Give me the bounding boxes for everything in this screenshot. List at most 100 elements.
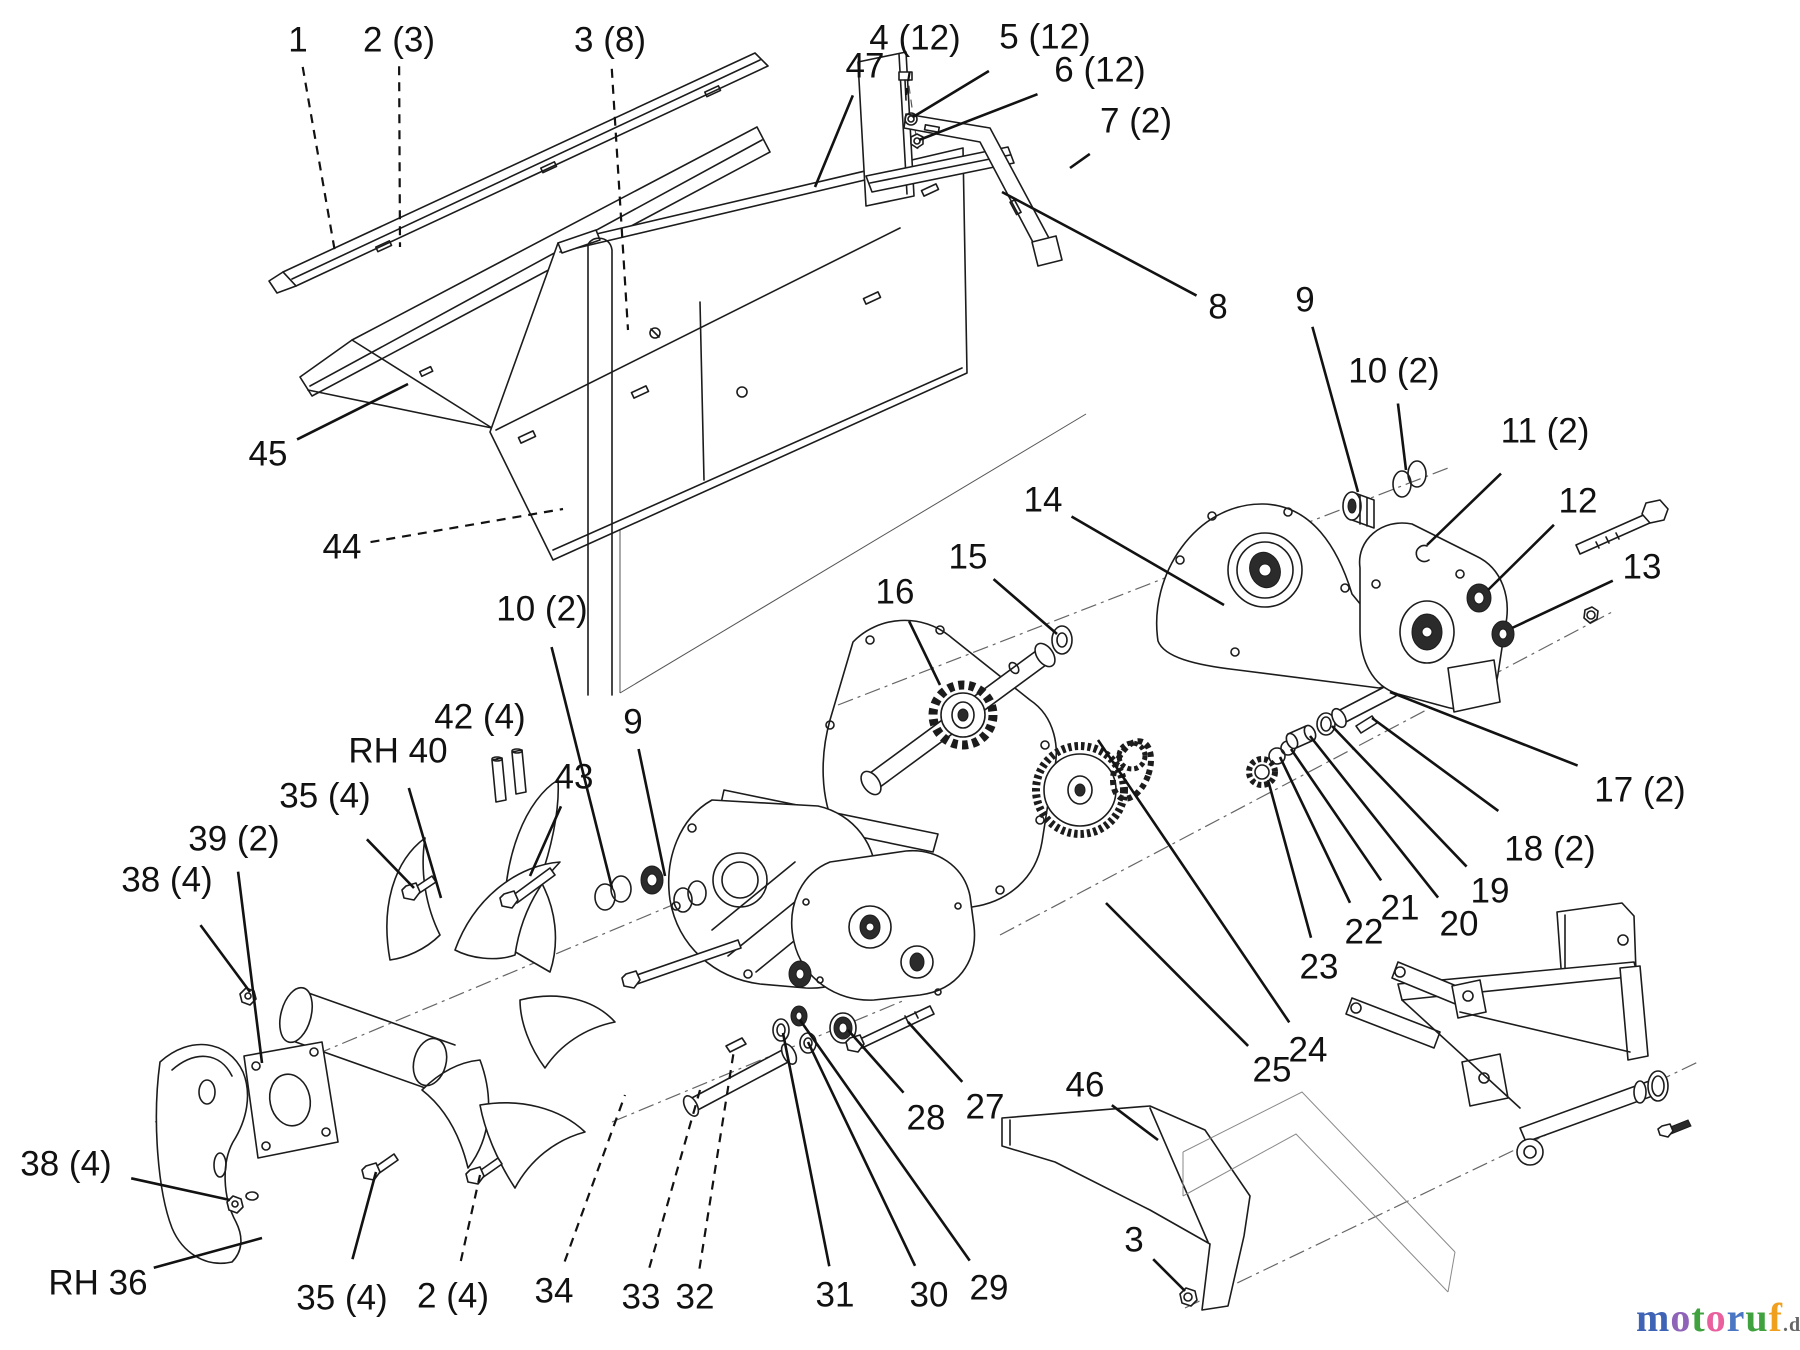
leader-line (1331, 725, 1468, 868)
callout-label: 42 (4) (434, 698, 525, 737)
leader-line (1266, 779, 1313, 939)
callout-label: 35 (4) (296, 1279, 387, 1318)
callout-label: 35 (4) (279, 777, 370, 816)
callout-10-2-: 10 (2) (1348, 352, 1440, 471)
callout-label: 6 (12) (1054, 51, 1145, 90)
leader-line (1278, 756, 1352, 904)
leader-line (459, 1174, 482, 1262)
callout-label: 30 (910, 1276, 949, 1315)
leader-line (1396, 403, 1408, 471)
hex-bolt (621, 939, 742, 989)
leader-line (296, 382, 409, 441)
logo-letter: o (1670, 1295, 1692, 1340)
callout-label: 46 (1066, 1066, 1105, 1105)
bearing (1342, 491, 1375, 529)
callout-38-4-: 38 (4) (20, 1145, 231, 1202)
callout-rh-40: RH 40 (348, 732, 448, 899)
callout-label: 1 (288, 21, 307, 60)
callout-9: 9 (623, 703, 667, 877)
callout-label: 2 (4) (417, 1277, 489, 1316)
callout-1: 1 (288, 21, 337, 253)
leader-line (407, 787, 443, 899)
leader-line (563, 1094, 627, 1262)
leader-line (301, 66, 337, 253)
callout-label: 19 (1471, 872, 1510, 911)
callout-label: 3 (1124, 1221, 1143, 1260)
leader-line (698, 1049, 736, 1269)
leader-line (904, 72, 911, 96)
callout-9: 9 (1295, 281, 1360, 493)
callout-24: 24 (1096, 739, 1328, 1070)
callout-label: 9 (623, 703, 642, 742)
callout-label: 44 (323, 528, 362, 567)
carriage-bolt (898, 71, 913, 101)
leader-line (1311, 326, 1360, 493)
leader-line (1289, 748, 1383, 882)
logo-letter: t (1691, 1295, 1706, 1340)
callout-label: 15 (949, 538, 988, 577)
leader-line (847, 1029, 905, 1094)
callout-6-12-: 6 (12) (918, 51, 1146, 142)
leader-line (199, 924, 252, 993)
callout-4-12-: 4 (12) (869, 19, 961, 96)
callout-7-2-: 7 (2) (1069, 102, 1172, 170)
logo-letter: r (1726, 1295, 1746, 1340)
callout-label: 13 (1623, 548, 1662, 587)
callout-label: 25 (1253, 1051, 1292, 1090)
leader-line (1308, 735, 1440, 899)
callout-label: 24 (1289, 1031, 1328, 1070)
callout-16: 16 (876, 573, 942, 686)
gear-train (1032, 683, 1397, 838)
leader-line (1111, 1104, 1159, 1142)
logo-word: motoruf (1636, 1295, 1783, 1340)
leader-line (610, 68, 630, 331)
callout-25: 25 (1105, 902, 1292, 1090)
clip (1415, 544, 1430, 563)
leader-line (398, 66, 402, 248)
callout-42-4-: 42 (4) (434, 698, 526, 761)
leader-line (130, 1177, 231, 1202)
callout-label: 27 (966, 1088, 1005, 1127)
leader-line (1389, 690, 1579, 767)
leader-line (1511, 579, 1614, 630)
callout-label: 14 (1024, 481, 1063, 520)
callout-21: 21 (1289, 748, 1420, 928)
callout-label: 21 (1381, 889, 1420, 928)
lower-axle-parts (682, 1005, 935, 1117)
callout-label: 31 (816, 1276, 855, 1315)
callout-label: RH 40 (348, 732, 447, 771)
callout-label: 2 (3) (363, 21, 435, 60)
hex-bolt (361, 1153, 399, 1181)
callout-label: 47 (846, 47, 885, 86)
callout-22: 22 (1278, 756, 1383, 952)
vendor-logo[interactable]: motoruf.de (1636, 1298, 1800, 1338)
leader-line (637, 748, 667, 877)
logo-suffix: .de (1783, 1314, 1800, 1336)
callout-label: 3 (8) (574, 21, 646, 60)
callout-label: RH 36 (48, 1264, 147, 1303)
callout-20: 20 (1308, 735, 1478, 944)
washer (904, 112, 918, 126)
callout-label: 38 (4) (121, 861, 212, 900)
skid-stanchion (1001, 1105, 1251, 1311)
leader-line (370, 507, 564, 544)
leader-line (1371, 716, 1500, 813)
callout-35-4-: 35 (4) (296, 1171, 388, 1318)
callout-label: 23 (1300, 948, 1339, 987)
leader-line (806, 1041, 917, 1267)
snap-ring (1051, 625, 1073, 655)
leader-line (813, 94, 855, 188)
callout-label: 29 (970, 1269, 1009, 1308)
leader-line (365, 838, 415, 889)
leader-line (351, 1171, 378, 1260)
callout-28: 28 (847, 1029, 945, 1138)
leader-line (1105, 902, 1250, 1047)
leader-line (907, 1021, 964, 1083)
hex-nut (1179, 1287, 1198, 1307)
callout-15: 15 (949, 538, 1058, 635)
leader-line (1152, 1258, 1186, 1292)
callout-label: 10 (2) (496, 590, 587, 629)
callout-14: 14 (1024, 481, 1225, 607)
leader-line (1487, 523, 1555, 591)
